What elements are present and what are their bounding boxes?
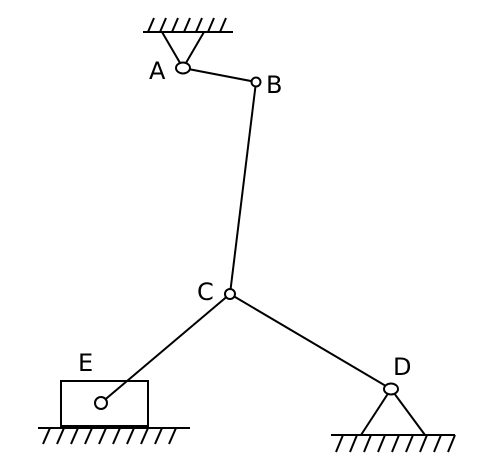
link-bc	[229, 81, 257, 295]
joint-a	[175, 61, 191, 75]
link-cd	[229, 293, 392, 390]
joints	[94, 61, 399, 410]
joint-b	[250, 76, 262, 88]
links	[100, 67, 392, 404]
support-triangle-d	[360, 387, 426, 436]
label-a: A	[149, 57, 166, 85]
hatching-top	[147, 17, 227, 33]
link-ce	[100, 293, 231, 404]
hatching-slider	[42, 427, 177, 445]
hatching-d	[335, 434, 456, 453]
label-d: D	[393, 353, 411, 381]
joint-e	[94, 396, 108, 410]
joint-c	[224, 288, 236, 300]
joint-d	[383, 382, 399, 396]
link-ab	[182, 67, 257, 83]
fixed-support-d	[331, 387, 456, 453]
label-b: B	[266, 71, 282, 99]
slider-block	[60, 380, 149, 427]
label-e: E	[78, 349, 93, 377]
label-c: C	[197, 278, 214, 306]
slider-assembly-e	[38, 380, 190, 445]
